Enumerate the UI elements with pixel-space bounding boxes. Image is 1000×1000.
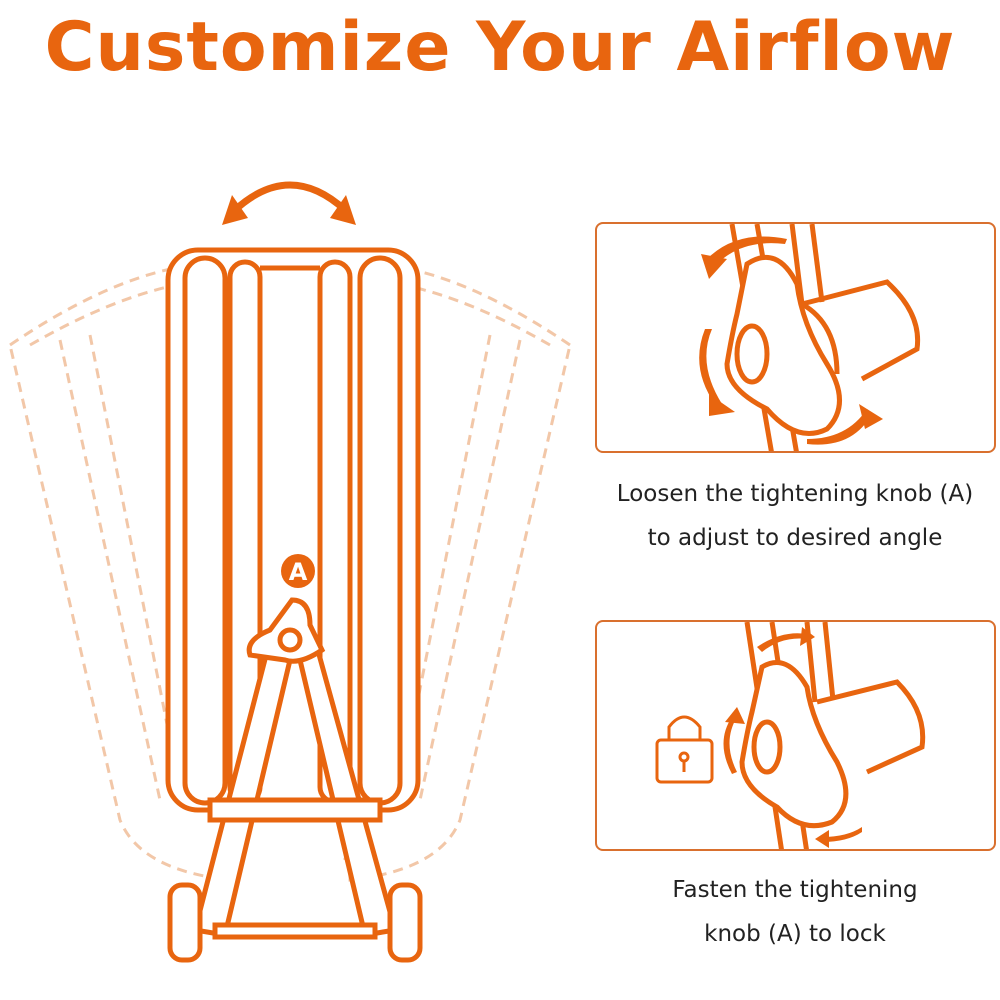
fan-illustration: A bbox=[8, 181, 572, 963]
lock-icon bbox=[655, 715, 714, 784]
swing-arrow-head-left bbox=[222, 195, 248, 225]
knob-detail-fasten bbox=[655, 622, 926, 849]
fan-stand bbox=[167, 634, 423, 963]
rotate-arrows-icon bbox=[723, 627, 862, 848]
fasten-caption-line2: knob (A) to lock bbox=[704, 921, 886, 947]
loosen-knob-panel bbox=[595, 222, 996, 453]
loosen-caption: Loosen the tightening knob (A) to adjust… bbox=[570, 472, 1000, 560]
loosen-caption-line2: to adjust to desired angle bbox=[647, 525, 943, 551]
page-title: Customize Your Airflow bbox=[44, 8, 956, 87]
knob-detail-loosen bbox=[699, 224, 921, 451]
fan-body bbox=[165, 247, 421, 813]
loosen-caption-line1: Loosen the tightening knob (A) bbox=[616, 481, 974, 507]
fasten-knob-panel bbox=[595, 620, 996, 851]
swing-arrow-head-right bbox=[330, 195, 356, 225]
knob-label-badge bbox=[281, 554, 315, 588]
rotate-arrows-icon bbox=[699, 236, 883, 445]
fasten-caption: Fasten the tightening knob (A) to lock bbox=[570, 868, 1000, 956]
fasten-caption-line1: Fasten the tightening bbox=[672, 877, 918, 903]
swing-arrow-icon bbox=[232, 181, 348, 213]
knob-label: A bbox=[289, 558, 308, 586]
